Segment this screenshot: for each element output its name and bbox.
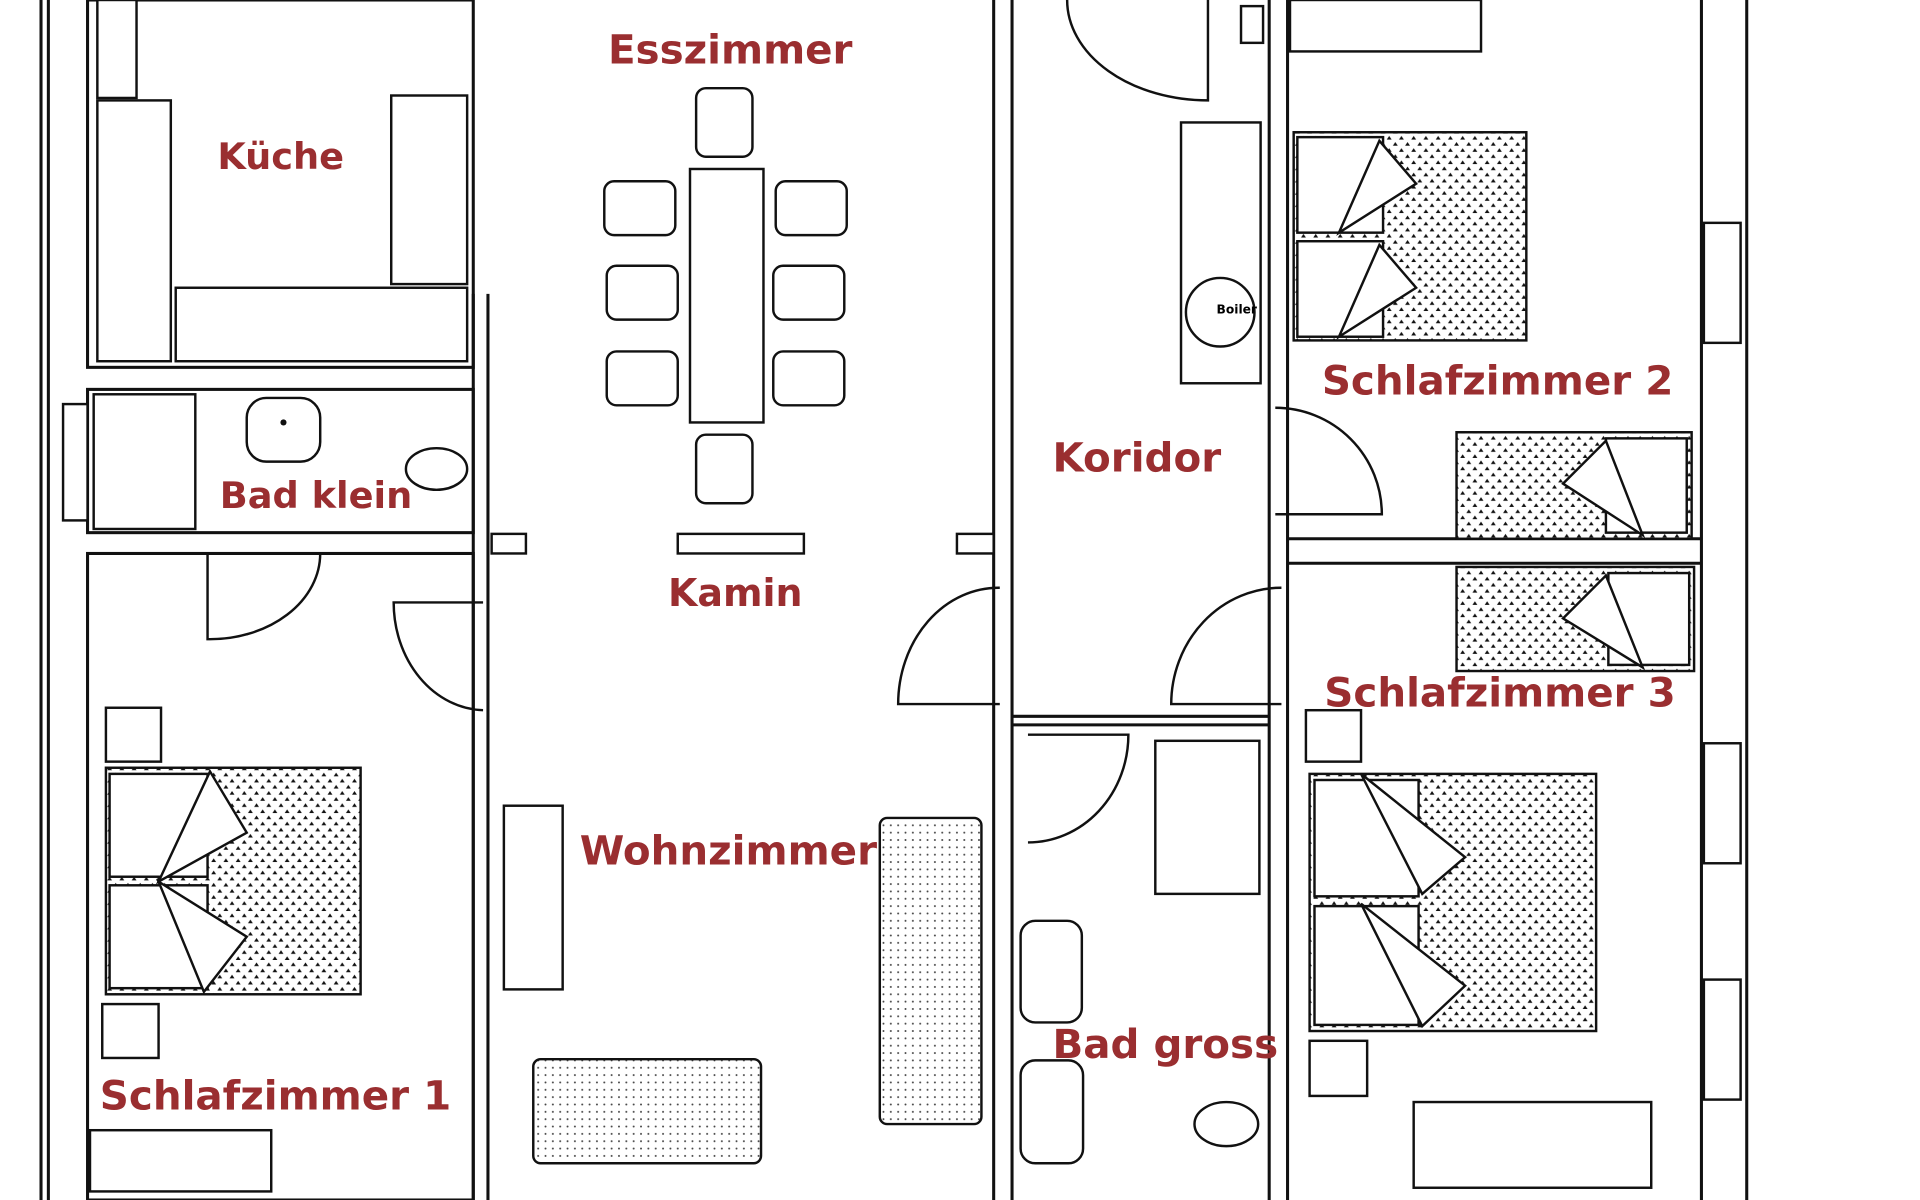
bad-klein-fixtures (92, 393, 469, 531)
sink (1019, 919, 1084, 1024)
sofa (878, 816, 983, 1126)
outlet-icon (1304, 708, 1363, 763)
single-bed-3 (1455, 565, 1696, 673)
boiler-icon (1184, 276, 1256, 348)
outlet-icon (1308, 1039, 1369, 1098)
kitchen-counters (96, 0, 469, 363)
outlet-icon (104, 706, 163, 763)
dining-table-set (603, 86, 848, 555)
sink (1019, 1059, 1085, 1165)
sofa (532, 1057, 763, 1165)
label-bad-klein: Bad klein (220, 474, 412, 517)
label-esszimmer: Esszimmer (608, 26, 853, 74)
fireplace (676, 532, 806, 555)
label-kueche: Küche (217, 135, 344, 178)
window (1702, 221, 1742, 345)
double-bed-2 (1292, 131, 1528, 342)
double-bed-3 (1304, 708, 1653, 1189)
beds (88, 0, 1696, 1193)
label-kamin: Kamin (668, 571, 803, 615)
label-schlafzimmer-2: Schlafzimmer 2 (1322, 356, 1673, 404)
sink (245, 396, 322, 463)
single-bed-2 (1455, 431, 1693, 540)
label-schlafzimmer-3: Schlafzimmer 3 (1324, 669, 1675, 717)
toilet (1193, 1100, 1260, 1148)
label-bad-gross: Bad gross (1052, 1020, 1278, 1068)
corridor-fixtures: Boiler (1179, 4, 1265, 385)
label-schlafzimmer-1: Schlafzimmer 1 (100, 1071, 451, 1119)
label-koridor: Koridor (1052, 433, 1221, 481)
window (61, 402, 89, 522)
dining-table (688, 167, 765, 424)
bad-gross-fixtures (1019, 739, 1261, 1165)
kitchen-room (86, 0, 475, 369)
living-furniture (502, 804, 983, 1165)
window (1702, 742, 1742, 865)
label-wohnzimmer: Wohnzimmer (580, 826, 877, 874)
room-labels: Esszimmer Küche Bad klein Kamin Koridor … (100, 26, 1676, 1120)
window (1702, 978, 1742, 1101)
boiler-label: Boiler (1217, 302, 1257, 316)
doors (206, 0, 1384, 844)
outlet-icon (101, 1002, 160, 1060)
toilet (404, 446, 469, 492)
double-bed-1 (88, 706, 362, 1193)
